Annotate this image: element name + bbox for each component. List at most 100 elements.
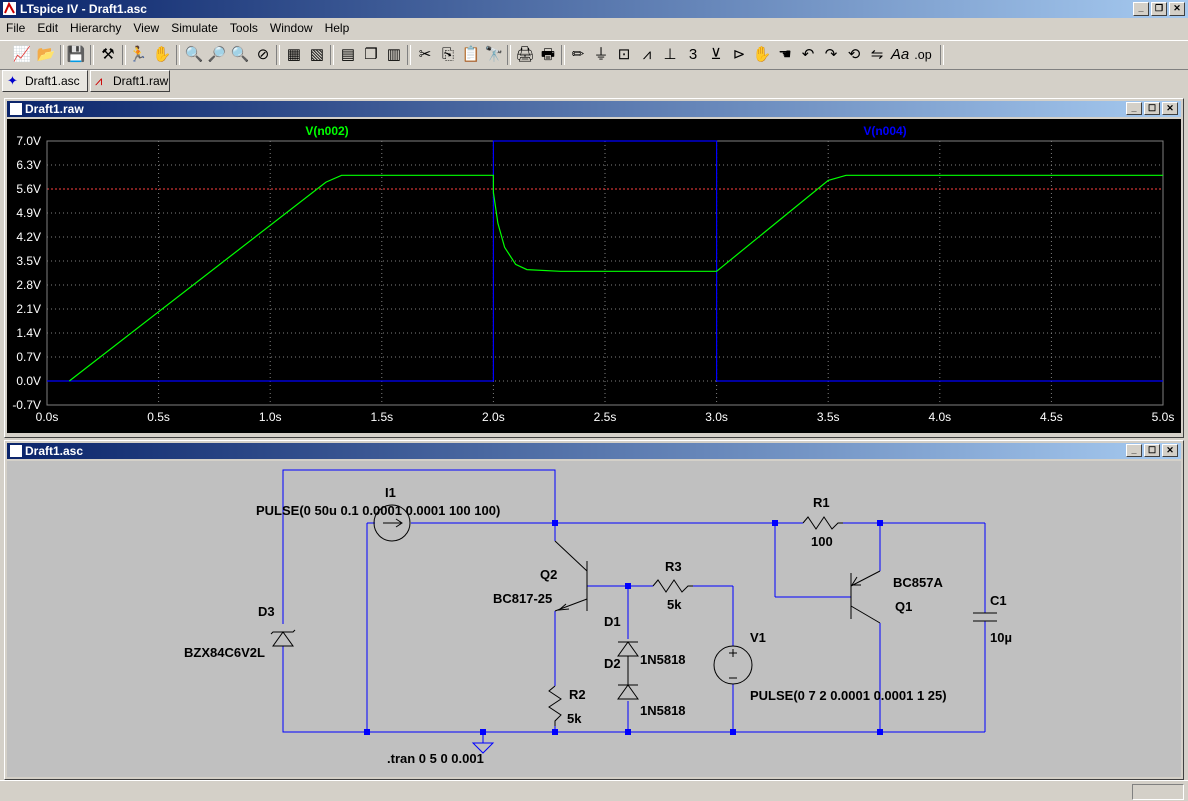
- tile-horizontal-icon[interactable]: ▤: [340, 46, 356, 63]
- ground-icon[interactable]: ⏚: [593, 46, 609, 63]
- schematic-canvas[interactable]: I1 PULSE(0 50u 0.1 0.0001 0.0001 100 100…: [7, 461, 1181, 777]
- draw-wire-icon[interactable]: ✏: [571, 46, 585, 63]
- label-v1[interactable]: V1: [750, 630, 766, 645]
- copy-icon[interactable]: ⎘: [441, 46, 454, 63]
- trace-label-v-n004[interactable]: V(n004): [863, 124, 906, 138]
- label-i1[interactable]: I1: [385, 485, 396, 500]
- open-icon[interactable]: 📂: [36, 46, 56, 63]
- minimize-button[interactable]: _: [1133, 2, 1149, 16]
- value-r3[interactable]: 5k: [667, 597, 682, 612]
- wire[interactable]: [282, 646, 985, 733]
- resistor-r1[interactable]: [802, 516, 843, 530]
- maximize-button[interactable]: ❐: [1151, 2, 1167, 16]
- menu-file[interactable]: File: [6, 21, 26, 35]
- maximize-button[interactable]: ☐: [1144, 444, 1160, 457]
- zoom-out-icon[interactable]: 🔍: [230, 46, 250, 63]
- halt-icon[interactable]: ✋: [152, 46, 172, 63]
- voltage-source-v1[interactable]: [713, 645, 753, 685]
- drag-icon[interactable]: ☚: [778, 46, 792, 63]
- value-r2[interactable]: 5k: [567, 711, 582, 726]
- label-q2[interactable]: Q2: [540, 567, 557, 582]
- close-button[interactable]: ✕: [1162, 102, 1178, 115]
- label-d1[interactable]: D1: [604, 614, 621, 629]
- tab-draft1-raw[interactable]: ⩘ Draft1.raw: [90, 70, 170, 92]
- menu-tools[interactable]: Tools: [229, 21, 258, 35]
- rotate-icon[interactable]: ⟲: [847, 46, 861, 63]
- diode-icon[interactable]: ⊻: [710, 46, 722, 63]
- y-tick-label: 0.7V: [16, 350, 41, 364]
- diode-d2[interactable]: [617, 671, 639, 700]
- menu-simulate[interactable]: Simulate: [171, 21, 218, 35]
- y-tick-label: 0.0V: [16, 374, 41, 388]
- label-q1[interactable]: Q1: [895, 599, 912, 614]
- resistor-r3[interactable]: [652, 579, 693, 593]
- diode-d1[interactable]: [617, 641, 639, 671]
- component-icon[interactable]: ⊳: [732, 46, 746, 63]
- cascade-icon[interactable]: ❐: [364, 46, 378, 63]
- label-c1[interactable]: C1: [990, 593, 1007, 608]
- capacitor-c1[interactable]: [973, 612, 997, 622]
- resistor-r2[interactable]: [548, 685, 562, 726]
- trace-label-v-n002[interactable]: V(n002): [305, 124, 348, 138]
- resistor-icon[interactable]: ⩘: [642, 46, 652, 63]
- transistor-q2[interactable]: [554, 540, 588, 612]
- text-icon[interactable]: Aa: [890, 46, 910, 63]
- label-d3[interactable]: D3: [258, 604, 275, 619]
- close-button[interactable]: ✕: [1162, 444, 1178, 457]
- minimize-button[interactable]: _: [1126, 102, 1142, 115]
- print-icon[interactable]: 🖶: [540, 46, 556, 63]
- redo-icon[interactable]: ↷: [824, 46, 838, 63]
- model-d1[interactable]: 1N5818: [640, 652, 686, 667]
- autorange-icon[interactable]: ▦: [286, 46, 302, 63]
- spice-directive-icon[interactable]: .op: [914, 48, 932, 62]
- label-r3[interactable]: R3: [665, 559, 682, 574]
- mirror-icon[interactable]: ⇋: [870, 46, 884, 63]
- close-button[interactable]: ✕: [1169, 2, 1185, 16]
- minimize-button[interactable]: _: [1126, 444, 1142, 457]
- inductor-icon[interactable]: 3: [688, 46, 698, 63]
- zoom-pan-icon[interactable]: 🔎: [207, 46, 227, 63]
- current-source-i1[interactable]: [373, 504, 411, 542]
- paste-icon[interactable]: 📋: [461, 46, 481, 63]
- menu-help[interactable]: Help: [324, 21, 350, 35]
- model-d3[interactable]: BZX84C6V2L: [184, 645, 265, 660]
- tran-directive[interactable]: .tran 0 5 0 0.001: [387, 751, 484, 766]
- zoom-cancel-icon[interactable]: ⊘: [256, 46, 270, 63]
- transistor-q1[interactable]: [850, 570, 881, 624]
- value-r1[interactable]: 100: [811, 534, 833, 549]
- find-icon[interactable]: 🔭: [484, 46, 504, 63]
- label-net-icon[interactable]: ⊡: [617, 46, 631, 63]
- cut-icon[interactable]: ✂: [418, 46, 432, 63]
- undo-icon[interactable]: ↶: [801, 46, 815, 63]
- y-tick-label: 6.3V: [16, 158, 41, 172]
- capacitor-icon[interactable]: ⊥: [663, 46, 677, 63]
- new-schematic-icon[interactable]: 📈: [12, 46, 32, 63]
- model-d2[interactable]: 1N5818: [640, 703, 686, 718]
- label-d2[interactable]: D2: [604, 656, 621, 671]
- menu-edit[interactable]: Edit: [37, 21, 59, 35]
- control-panel-icon[interactable]: ⚒: [101, 46, 115, 63]
- run-icon[interactable]: 🏃: [128, 46, 148, 63]
- tab-draft1-asc[interactable]: ✦ Draft1.asc: [2, 70, 88, 92]
- zener-diode-d3[interactable]: [270, 629, 296, 647]
- wire[interactable]: [282, 469, 556, 624]
- maximize-button[interactable]: ☐: [1144, 102, 1160, 115]
- zoom-in-icon[interactable]: 🔍: [184, 46, 204, 63]
- model-q2[interactable]: BC817-25: [493, 591, 552, 606]
- save-icon[interactable]: 💾: [66, 46, 86, 63]
- label-r1[interactable]: R1: [813, 495, 830, 510]
- menu-window[interactable]: Window: [269, 21, 313, 35]
- mark-unref-icon[interactable]: ▧: [309, 46, 325, 63]
- model-q1[interactable]: BC857A: [893, 575, 943, 590]
- menu-hierarchy[interactable]: Hierarchy: [70, 21, 122, 35]
- move-icon[interactable]: ✋: [752, 46, 772, 63]
- ground-icon[interactable]: [471, 742, 495, 754]
- value-i1[interactable]: PULSE(0 50u 0.1 0.0001 0.0001 100 100): [256, 503, 500, 518]
- value-v1[interactable]: PULSE(0 7 2 0.0001 0.0001 1 25): [750, 688, 947, 703]
- tile-vertical-icon[interactable]: ▥: [386, 46, 402, 63]
- label-r2[interactable]: R2: [569, 687, 586, 702]
- menu-view[interactable]: View: [133, 21, 160, 35]
- value-c1[interactable]: 10µ: [990, 630, 1012, 645]
- print-setup-icon[interactable]: 🖨: [515, 46, 535, 63]
